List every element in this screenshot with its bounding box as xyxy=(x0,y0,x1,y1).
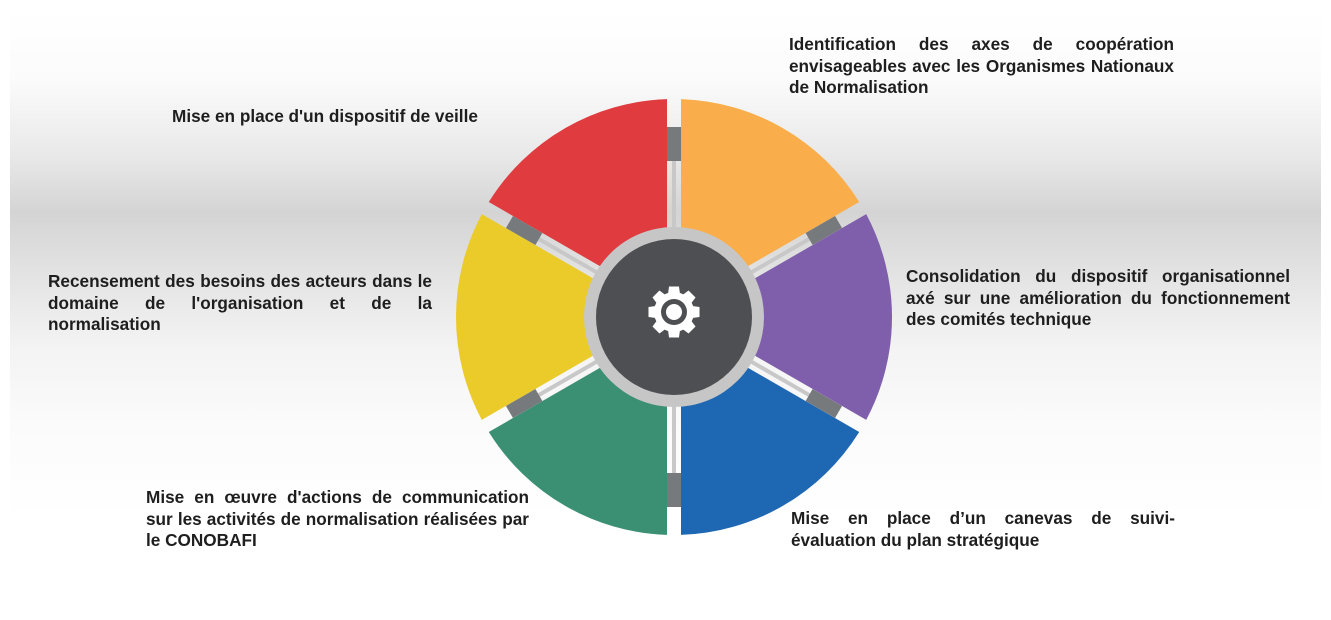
segment-recensement xyxy=(455,214,619,420)
segment-communication xyxy=(488,352,668,535)
label-cooperation: Identification des axes de coopération e… xyxy=(789,34,1174,97)
connectors-layer xyxy=(505,127,843,507)
connector-0 xyxy=(667,127,681,237)
gear-center xyxy=(666,304,682,320)
label-veille: Mise en place d'un dispositif de veille xyxy=(172,106,478,126)
segment-cooperation xyxy=(680,99,860,282)
connector-4 xyxy=(505,355,606,419)
label-recensement: Recensement des besoins des acteurs dans… xyxy=(48,271,432,334)
connector-3 xyxy=(667,397,681,507)
connector-5 xyxy=(505,215,606,279)
segments-layer xyxy=(455,99,892,535)
label-consolidation: Consolidation du dispositif organisation… xyxy=(906,266,1290,329)
label-suivi: Mise en place d’un canevas de suivi-éval… xyxy=(791,508,1175,550)
gear-icon xyxy=(648,286,700,338)
connector-1 xyxy=(742,215,843,279)
label-communication: Mise en œuvre d'actions de communication… xyxy=(146,487,529,550)
segment-consolidation xyxy=(729,214,892,420)
connector-2 xyxy=(742,355,843,419)
segment-suivi xyxy=(680,352,860,535)
segment-veille xyxy=(488,99,668,282)
